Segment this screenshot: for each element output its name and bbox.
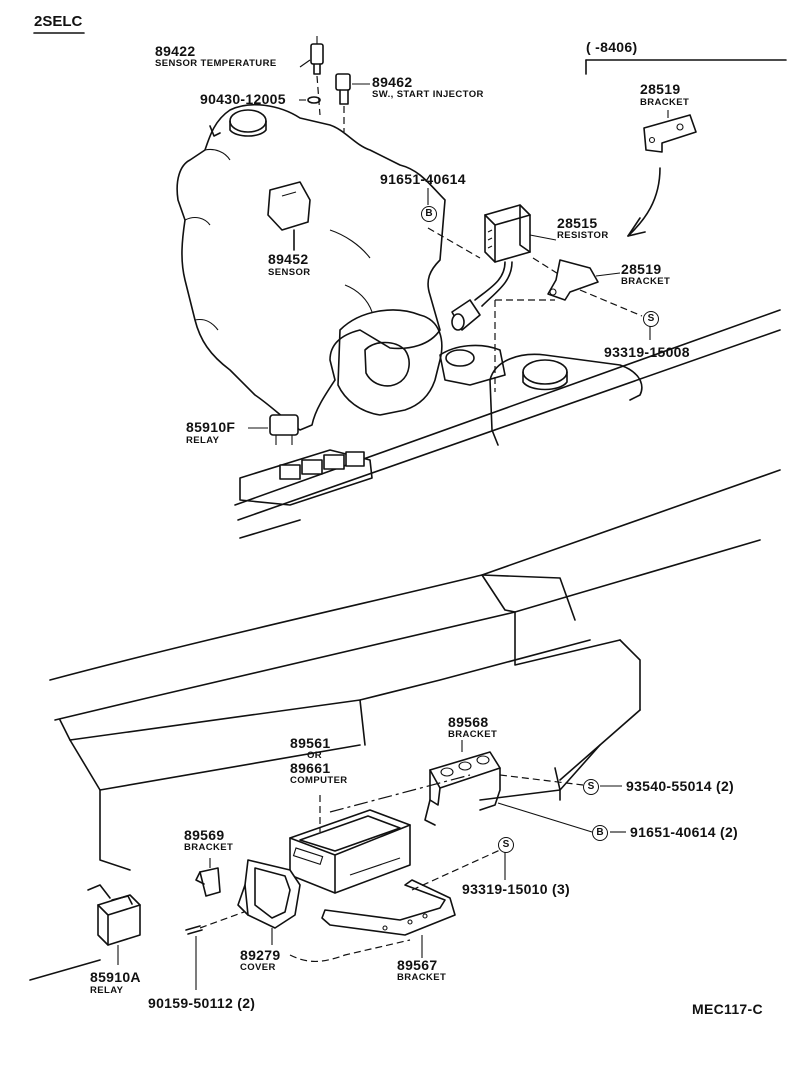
leader-89567: [411, 849, 501, 891]
leader-28519b: [595, 272, 621, 277]
part-number-89661: 89661: [290, 760, 331, 776]
part-name-89569: BRACKET: [184, 842, 234, 853]
bolt-symbol-icon: B: [421, 206, 437, 222]
relay-85910a: [87, 884, 141, 946]
part-or-89561: OR: [307, 750, 323, 761]
leader-28515: [529, 234, 557, 241]
start-injector-switch: [335, 73, 351, 132]
part-name-89279: COVER: [240, 962, 276, 973]
part-number-91651-lower: 91651-40614 (2): [630, 824, 739, 840]
leader-resistor-bracket: [532, 257, 561, 276]
part-name-89568: BRACKET: [448, 729, 498, 740]
bolt-symbol-icon: B: [592, 825, 608, 841]
part-number-89452: 89452: [268, 251, 309, 267]
leader-91651a: [427, 227, 481, 259]
battery: [489, 353, 643, 446]
bracket-28519-lower: [547, 259, 599, 301]
leader-91651b: [497, 802, 593, 833]
leader-89422: [299, 59, 311, 68]
screw-symbol-icon: S: [583, 779, 599, 795]
part-number-28519-top: 28519: [640, 81, 681, 97]
part-number-89422: 89422: [155, 43, 196, 59]
bracket-89569: [195, 867, 221, 897]
part-name-89452: SENSOR: [268, 267, 311, 278]
engine-code: 2SELC: [34, 13, 83, 30]
cover-89279: [237, 859, 301, 929]
relay-block: [239, 414, 373, 506]
part-number-89567: 89567: [397, 957, 438, 973]
resistor: [451, 204, 531, 331]
lower-panel-edge: [554, 767, 561, 801]
part-name-89462: SW., START INJECTOR: [372, 89, 484, 100]
production-range: ( -8406): [586, 39, 638, 55]
leader-screw-cover: [199, 911, 245, 929]
part-name-89422: SENSOR TEMPERATURE: [155, 58, 277, 69]
part-number-89569: 89569: [184, 827, 225, 843]
arrow-head: [627, 217, 646, 237]
transmission-housing: [337, 309, 506, 416]
leader-93540: [499, 774, 584, 786]
part-name-28519-top: BRACKET: [640, 97, 690, 108]
part-number-89279: 89279: [240, 947, 281, 963]
part-name-28515: RESISTOR: [557, 230, 609, 241]
leader-screw-93319a: [579, 289, 643, 317]
part-number-91651-top: 91651-40614: [380, 171, 466, 187]
part-number-89462: 89462: [372, 74, 413, 90]
part-number-85910a: 85910A: [90, 969, 141, 985]
part-number-28519-lower: 28519: [621, 261, 662, 277]
computer-unit: [289, 809, 411, 894]
part-name-89567: BRACKET: [397, 972, 447, 983]
part-name-85910a: RELAY: [90, 985, 124, 996]
screw-symbol-icon: S: [498, 837, 514, 853]
part-number-85910f: 85910F: [186, 419, 236, 435]
part-number-28515: 28515: [557, 215, 598, 231]
part-number-93540: 93540-55014 (2): [626, 778, 735, 794]
drawing-code: MEC117-C: [692, 1001, 763, 1017]
sensor-temperature: [307, 36, 324, 116]
part-number-90430: 90430-12005: [200, 91, 286, 107]
body-panels: [29, 309, 781, 981]
part-name-85910f: RELAY: [186, 435, 220, 446]
bracket-89567: [321, 879, 456, 936]
part-number-93319-top: 93319-15008: [604, 344, 690, 360]
part-number-89561: 89561: [290, 735, 331, 751]
engine-block: [176, 103, 446, 431]
lower-panel: [479, 744, 601, 801]
bracket-28519-top: [643, 114, 697, 153]
leader-cover-bracket: [289, 939, 411, 962]
bracket-89568: [424, 751, 501, 826]
part-number-90159: 90159-50112 (2): [148, 995, 256, 1011]
part-name-computer: COMPUTER: [290, 775, 348, 786]
arrow-icon: [627, 167, 661, 237]
part-number-89568: 89568: [448, 714, 489, 730]
screw-symbol-icon: S: [643, 311, 659, 327]
screw-90159: [185, 925, 203, 935]
engine-sensor: [267, 181, 311, 251]
part-name-28519-lower: BRACKET: [621, 276, 671, 287]
part-number-93319-lower: 93319-15010 (3): [462, 881, 571, 897]
leader-computer-bracket: [329, 774, 471, 813]
